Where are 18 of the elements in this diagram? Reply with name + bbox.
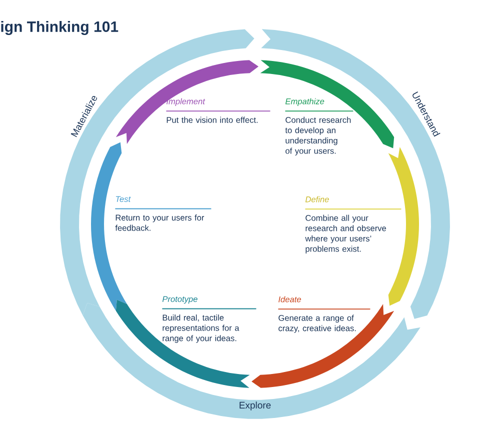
phase-heading: Prototype xyxy=(162,296,198,304)
phase-arc xyxy=(116,60,258,144)
phase-description: Combine all your research and observe where your users’ problems exist. xyxy=(305,214,386,254)
title: ign Thinking 101 xyxy=(1,20,118,36)
phase-arc xyxy=(260,60,394,148)
phase-heading: Define xyxy=(305,196,329,202)
phase-heading: Ideate xyxy=(278,296,301,302)
phase-heading: Empathize xyxy=(285,98,324,106)
stage-label: Explore xyxy=(240,402,271,410)
phase-heading: Implement xyxy=(166,98,206,106)
phase-arc xyxy=(252,304,394,388)
phase-description: Conduct research to develop an understanding of your users. xyxy=(285,116,351,156)
phase-arc xyxy=(388,147,419,306)
phase-description: Generate a range of crazy, creative ideas. xyxy=(278,314,356,333)
phase-description: Put the vision into effect. xyxy=(166,116,258,123)
phase-heading: Test xyxy=(116,196,131,202)
phase-description: Return to your users for feedback. xyxy=(115,214,204,231)
phase-description: Build real, tactile representations for a range of your ideas. xyxy=(162,314,240,343)
